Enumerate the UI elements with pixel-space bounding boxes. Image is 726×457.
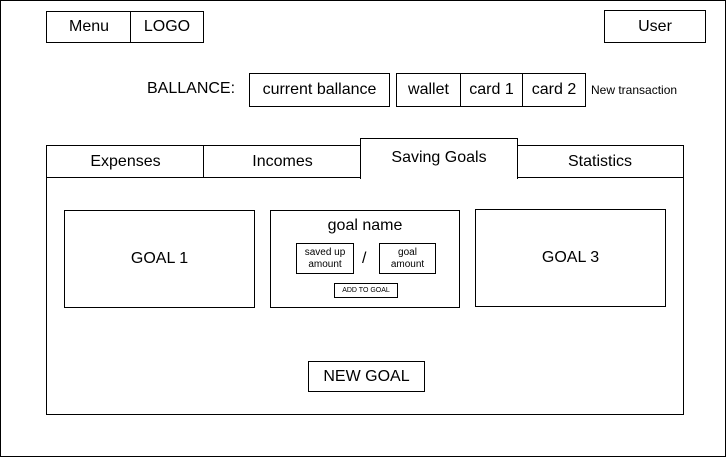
new-transaction-link[interactable]: New transaction	[591, 83, 678, 97]
account-wallet-button[interactable]: wallet	[396, 73, 461, 107]
user-button[interactable]: User	[604, 10, 706, 43]
account-card-2-label: card 2	[531, 81, 577, 99]
new-goal-button[interactable]: NEW GOAL	[308, 361, 425, 392]
add-to-goal-label: ADD TO GOAL	[342, 286, 390, 294]
account-card-1-label: card 1	[469, 81, 514, 99]
logo-text: LOGO	[143, 18, 191, 36]
goal-card-3[interactable]: GOAL 3	[475, 209, 666, 307]
add-to-goal-button[interactable]: ADD TO GOAL	[334, 283, 398, 298]
tab-saving-goals[interactable]: Saving Goals	[360, 138, 518, 179]
tab-incomes-label: Incomes	[252, 152, 313, 170]
tab-statistics[interactable]: Statistics	[516, 145, 684, 178]
logo: LOGO	[130, 11, 204, 43]
goal-amount-field: goal amount	[379, 243, 436, 274]
tab-expenses[interactable]: Expenses	[46, 145, 205, 178]
user-button-label: User	[638, 17, 672, 35]
account-card-2-button[interactable]: card 2	[522, 73, 586, 107]
account-wallet-label: wallet	[408, 81, 449, 99]
menu-button[interactable]: Menu	[46, 11, 132, 43]
tab-expenses-label: Expenses	[90, 152, 161, 170]
goal-name: goal name	[327, 217, 403, 234]
tab-statistics-label: Statistics	[567, 152, 632, 170]
goal-3-label: GOAL 3	[541, 249, 600, 267]
goal-card-1[interactable]: GOAL 1	[64, 210, 255, 308]
amount-separator: /	[362, 250, 367, 267]
current-balance-display: current ballance	[249, 73, 390, 107]
goal-1-label: GOAL 1	[130, 250, 189, 268]
tab-saving-goals-label: Saving Goals	[391, 148, 487, 166]
balance-label: BALLANCE:	[147, 80, 236, 97]
goal-amount-label: goal amount	[390, 246, 425, 270]
menu-button-label: Menu	[68, 18, 110, 36]
tab-incomes[interactable]: Incomes	[203, 145, 362, 178]
new-goal-label: NEW GOAL	[323, 367, 410, 385]
current-balance-text: current ballance	[262, 81, 377, 99]
account-card-1-button[interactable]: card 1	[460, 73, 523, 107]
saved-amount-label: saved up amount	[304, 246, 346, 270]
saved-amount-field: saved up amount	[296, 243, 354, 274]
